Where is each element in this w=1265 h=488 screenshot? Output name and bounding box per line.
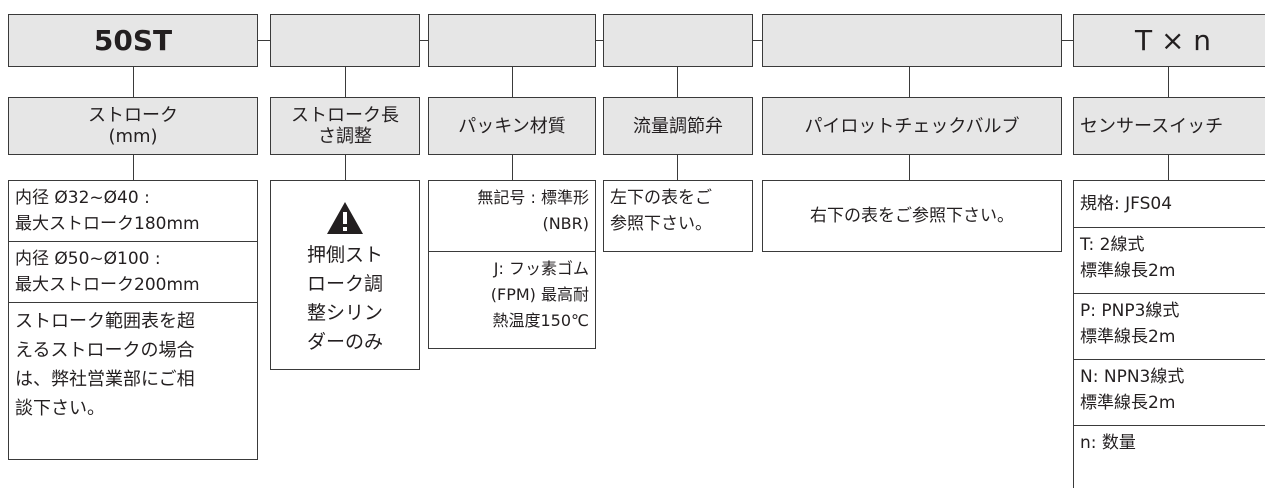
code-box-flow-valve [603,14,753,67]
header-stroke: ストローク (mm) [8,97,258,155]
stem-col4-a [677,67,678,97]
stem-col6-b [1168,155,1169,180]
stem-col1-a [133,67,134,97]
code-box-sensor: T × n [1073,14,1265,67]
sensor-option-count: n: 数量 [1073,425,1265,488]
code-box-model: 50ST [8,14,258,67]
top-connector-line [257,40,1265,41]
warning-triangle-icon [327,202,363,234]
stroke-option-note: ストローク範囲表を超 えるストロークの場合 は、弊社営業部にご相 談下さい。 [8,302,258,460]
stem-col6-a [1168,67,1169,97]
header-pilot-check: パイロットチェックバルブ [762,97,1062,155]
sensor-option-spec: 規格: JFS04 [1073,180,1265,228]
packing-option-1: 無記号 : 標準形 (NBR) [428,180,596,252]
header-stroke-adjust: ストローク長 さ調整 [270,97,420,155]
flow-valve-note: 左下の表をご 参照下さい。 [603,180,753,252]
header-sensor: センサースイッチ [1073,97,1265,155]
stem-col2-b [345,155,346,180]
stem-col3-a [512,67,513,97]
sensor-option-n: N: NPN3線式 標準線長2m [1073,359,1265,426]
stroke-option-2: 内径 Ø50~Ø100 : 最大ストローク200mm [8,241,258,303]
stem-col5-a [909,67,910,97]
stem-col5-b [909,155,910,180]
code-model-text: 50ST [93,24,173,57]
stroke-adjust-note-box: 押側スト ローク調 整シリン ダーのみ [270,180,420,370]
code-box-stroke-adjust [270,14,420,67]
code-sensor-text: T × n [1134,24,1212,57]
code-box-pilot-check [762,14,1062,67]
sensor-option-p: P: PNP3線式 標準線長2m [1073,293,1265,360]
stem-col2-a [345,67,346,97]
code-box-packing [428,14,596,67]
stroke-option-1: 内径 Ø32~Ø40 : 最大ストローク180mm [8,180,258,242]
header-flow-valve: 流量調節弁 [603,97,753,155]
sensor-option-t: T: 2線式 標準線長2m [1073,227,1265,294]
stroke-adjust-note: 押側スト ローク調 整シリン ダーのみ [306,244,383,353]
stem-col1-b [133,155,134,180]
packing-option-2: J: フッ素ゴム (FPM) 最高耐 熱温度150℃ [428,251,596,349]
header-packing: パッキン材質 [428,97,596,155]
pilot-check-note: 右下の表をご参照下さい。 [762,180,1062,252]
stem-col3-b [512,155,513,180]
stem-col4-b [677,155,678,180]
